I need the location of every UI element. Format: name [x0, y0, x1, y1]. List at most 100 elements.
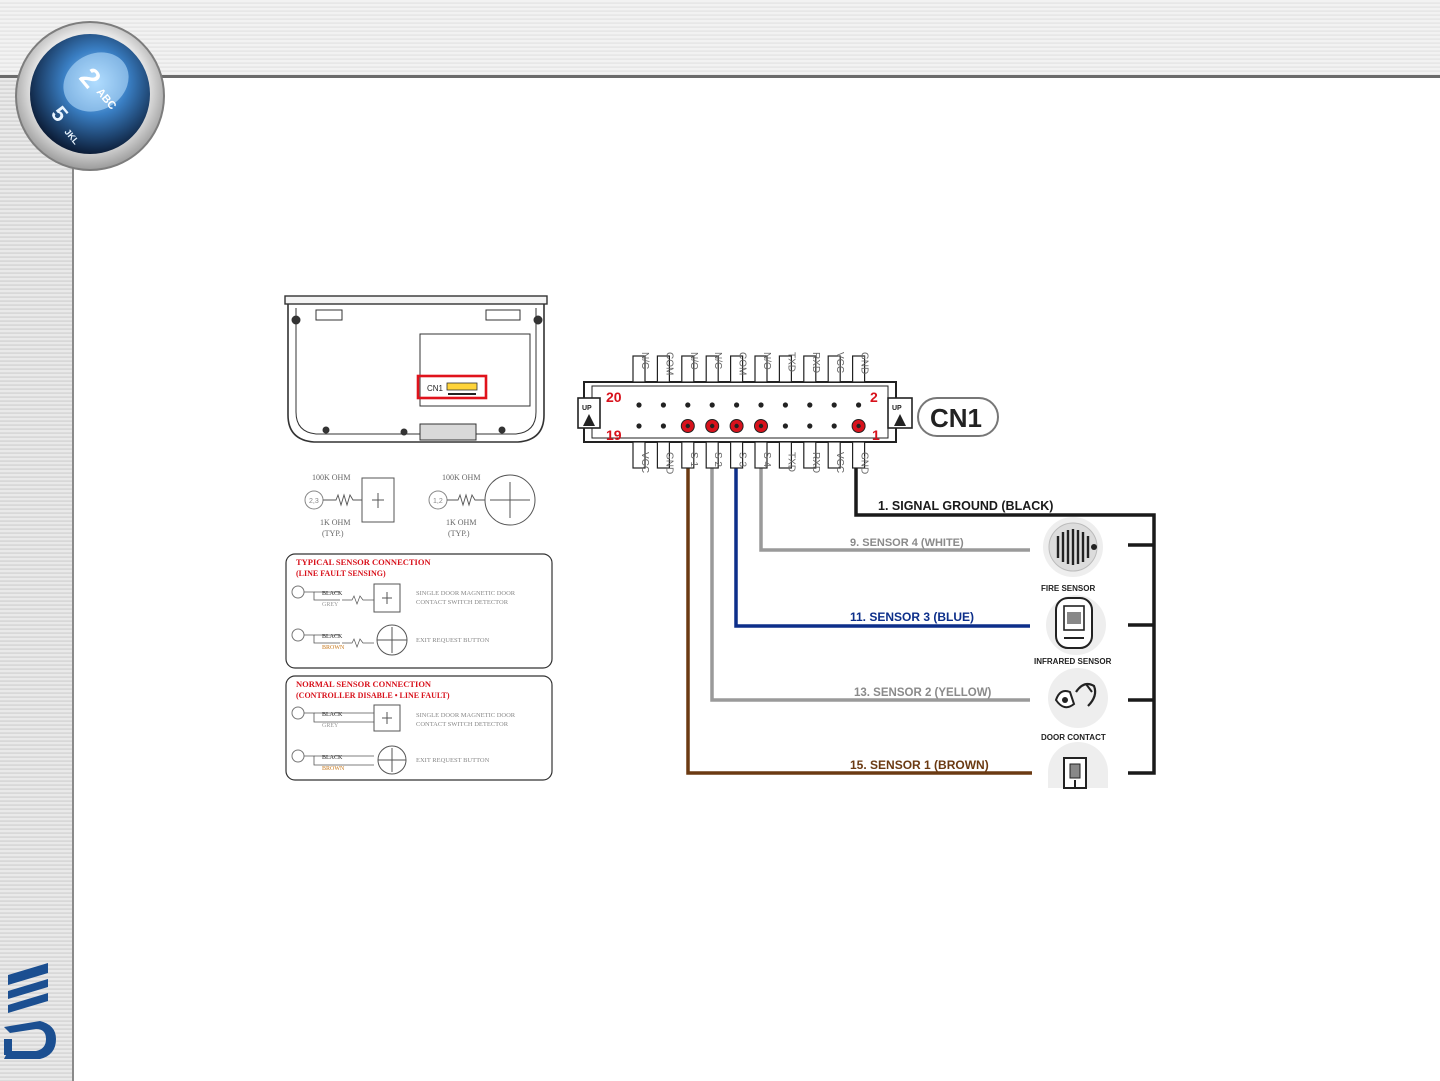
pin-tab-top-3: [705, 355, 719, 383]
pin-name-bottom-9: GND: [859, 452, 870, 474]
wire-label-sensor-4: 9. SENSOR 4 (WHITE): [850, 537, 964, 549]
pin-top-3: [709, 402, 715, 408]
pin-tab-top-1: [656, 355, 671, 383]
pin-bottom-8: [831, 423, 837, 429]
svg-text:(TYP.): (TYP.): [322, 529, 344, 538]
pin-name-bottom-7: RXD: [810, 452, 821, 473]
svg-text:1K OHM: 1K OHM: [320, 518, 350, 527]
pin-tab-bottom-4: [730, 441, 744, 469]
sensor-label-infrared: INFRARED SENSOR: [1034, 657, 1112, 666]
normal-box-title: NORMAL SENSOR CONNECTION: [296, 679, 432, 689]
svg-text:(TYP.): (TYP.): [448, 529, 470, 538]
pin-tab-bottom-9: [852, 441, 866, 469]
pin-name-bottom-5: S 4: [761, 452, 772, 467]
resistor-schematic-right: 100K OHM 1,2 1K OHM (TYP.): [428, 473, 536, 538]
keypad-badge-icon: 2 ABC 5 JKL: [15, 21, 165, 171]
pin-label-1: 1: [872, 427, 880, 443]
up-label-left: UP: [582, 405, 592, 412]
svg-text:1K OHM: 1K OHM: [446, 518, 476, 527]
sensor-label-door-contact: DOOR CONTACT: [1041, 733, 1106, 742]
pin-tab-bottom-7: [803, 441, 817, 469]
svg-text:SINGLE DOOR MAGNETIC DOOR: SINGLE DOOR MAGNETIC DOOR: [416, 712, 516, 719]
svg-text:100K OHM: 100K OHM: [312, 473, 350, 482]
wire-label-sensor-2: 13. SENSOR 2 (YELLOW): [854, 687, 992, 699]
pin-name-bottom-1: GND: [663, 452, 674, 474]
wire-sensor-3: [734, 426, 1030, 628]
svg-text:BLACK: BLACK: [322, 634, 343, 640]
fire-sensor-icon: [1043, 517, 1103, 577]
svg-text:BROWN: BROWN: [322, 766, 345, 772]
pin-name-top-3: N/C: [712, 352, 723, 369]
typical-sensor-connection-box: TYPICAL SENSOR CONNECTION (LINE FAULT SE…: [285, 553, 553, 669]
pin-tab-top-0: [632, 355, 646, 383]
wire-sensor-2: [710, 426, 1030, 702]
svg-text:2,3: 2,3: [309, 498, 319, 505]
company-logo-icon: [4, 963, 56, 1059]
pin-bottom-2: [685, 423, 690, 429]
left-banner: [0, 78, 74, 1081]
svg-text:BLACK: BLACK: [322, 712, 343, 718]
pin-label-19: 19: [606, 427, 622, 443]
typical-box-subtitle: (LINE FAULT SENSING): [296, 569, 386, 578]
cn1-callout: CN1: [917, 397, 999, 437]
pin-tab-bottom-5: [754, 441, 768, 469]
wire-sensor-1: [686, 426, 1032, 775]
pin-tab-top-7: [803, 355, 817, 383]
pin-top-5: [758, 402, 764, 408]
cn1-connector: UP UP 20 2 19 1: [577, 381, 913, 443]
pin-tab-bottom-0: [632, 441, 646, 469]
pin-tab-top-6: [778, 355, 792, 383]
svg-text:CONTACT SWITCH DETECTOR: CONTACT SWITCH DETECTOR: [416, 599, 509, 606]
svg-text:BROWN: BROWN: [322, 645, 345, 651]
svg-text:EXIT REQUEST BUTTON: EXIT REQUEST BUTTON: [416, 757, 490, 764]
pin-top-4: [734, 402, 740, 408]
pin-name-top-4: COM: [737, 352, 748, 375]
pin-top-9: [856, 402, 862, 408]
svg-text:BLACK: BLACK: [322, 755, 343, 761]
pin-bottom-5: [758, 423, 764, 429]
normal-box-subtitle: (CONTROLLER DISABLE • LINE FAULT): [296, 691, 450, 700]
pin-tab-bottom-3: [705, 441, 719, 469]
pin-name-top-6: TXD: [785, 352, 796, 372]
pin-top-8: [831, 402, 837, 408]
svg-text:BLACK: BLACK: [322, 591, 343, 597]
pin-tab-bottom-8: [827, 441, 841, 469]
pin-name-bottom-8: VCC: [834, 452, 845, 473]
pin-bottom-1: [660, 423, 666, 429]
pin-top-7: [807, 402, 813, 408]
typical-box-title: TYPICAL SENSOR CONNECTION: [296, 557, 431, 567]
pin-bottom-6: [782, 423, 788, 429]
pin-tab-bottom-1: [656, 441, 671, 469]
device-rear-view: [284, 295, 548, 443]
pin-name-top-5: N/O: [761, 352, 772, 370]
wire-signal-ground: [854, 426, 1156, 775]
pin-tab-bottom-2: [681, 441, 695, 469]
pin-top-6: [782, 402, 788, 408]
pin-top-1: [660, 402, 666, 408]
svg-text:1,2: 1,2: [433, 498, 443, 505]
pin-tab-top-9: [852, 355, 866, 383]
wire-label-signal-ground: 1. SIGNAL GROUND (BLACK): [878, 499, 1053, 513]
up-label-right: UP: [892, 405, 902, 412]
svg-text:GREY: GREY: [322, 602, 339, 608]
pin-bottom-4: [734, 423, 739, 429]
cn1-big-label: CN1: [930, 403, 982, 433]
cn1-highlight-box: [416, 374, 488, 400]
pin-tab-top-8: [827, 355, 841, 383]
pin-name-top-2: N/O: [688, 352, 699, 370]
pin-name-top-9: GND: [859, 352, 870, 374]
pin-tab-bottom-6: [778, 441, 792, 469]
pin-bottom-0: [636, 423, 642, 429]
door-contact-icon: [1048, 668, 1108, 728]
pin-name-top-0: N/C: [639, 352, 650, 369]
svg-text:EXIT REQUEST BUTTON: EXIT REQUEST BUTTON: [416, 637, 490, 644]
pin-label-20: 20: [606, 389, 622, 405]
wire-label-sensor-1: 15. SENSOR 1 (BROWN): [850, 758, 989, 772]
top-banner: [0, 0, 1440, 78]
pin-name-bottom-4: S 3: [737, 452, 748, 467]
normal-sensor-connection-box: NORMAL SENSOR CONNECTION (CONTROLLER DIS…: [285, 675, 553, 781]
pin-name-bottom-2: S 1: [688, 452, 699, 467]
pin-tab-top-2: [681, 355, 695, 383]
pin-top-0: [636, 402, 642, 408]
